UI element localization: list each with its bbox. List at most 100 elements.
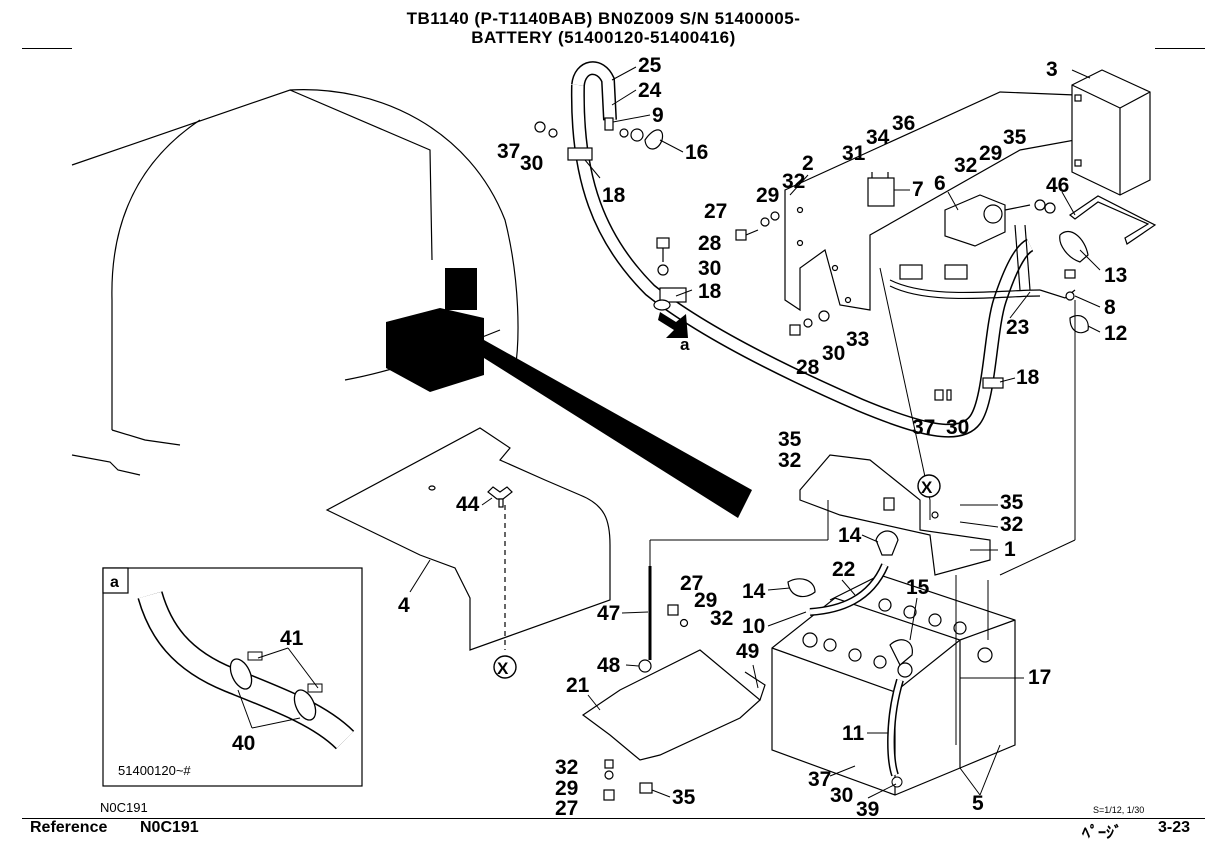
callout-16: 16 (685, 141, 708, 164)
callout-21: 21 (566, 674, 590, 697)
callout-37b: 37 (912, 416, 935, 439)
callout-9: 9 (652, 104, 664, 127)
callout-25: 25 (638, 54, 662, 77)
inset-tag: a (110, 574, 119, 591)
reference-label: Reference (30, 819, 108, 836)
callout-18b: 18 (698, 280, 722, 303)
callout-11: 11 (842, 722, 865, 745)
scale-note: S=1/12, 1/30 (1093, 805, 1145, 815)
callout-29: 29 (979, 142, 1002, 165)
inset-callout-40: 40 (232, 732, 255, 755)
relay-mounting-plate (784, 91, 1076, 312)
callout-24: 24 (638, 79, 662, 102)
callout-29b: 29 (756, 184, 779, 207)
callout-8: 8 (1104, 296, 1116, 319)
terminal-bolts (1064, 269, 1089, 334)
header-model-line: TB1140 (P-T1140BAB) BN0Z009 S/N 51400005… (406, 9, 801, 28)
callout-2: 2 (802, 152, 814, 175)
callout-17: 17 (1028, 666, 1051, 689)
callout-18: 18 (602, 184, 626, 207)
wing-nut (487, 486, 513, 508)
battery-pair (771, 574, 1016, 796)
callout-14: 14 (838, 524, 862, 547)
callout-32f: 32 (555, 756, 578, 779)
callout-27c: 27 (555, 797, 578, 820)
terminal-hardware-top (534, 117, 664, 150)
callout-6: 6 (934, 172, 946, 195)
callout-30e: 30 (830, 784, 853, 807)
callout-13: 13 (1104, 264, 1127, 287)
callout-32c: 32 (778, 449, 801, 472)
callout-35c: 35 (1000, 491, 1024, 514)
callout-36: 36 (892, 112, 915, 135)
battery-cable-main (570, 61, 1034, 438)
callout-29d: 29 (555, 777, 578, 800)
mounting-bolts (656, 211, 952, 401)
inset-serial: 51400120~# (118, 763, 191, 778)
callout-32e: 32 (710, 607, 733, 630)
callout-27: 27 (704, 200, 727, 223)
inset-callout-41: 41 (280, 627, 304, 650)
floor-cover-plate (325, 427, 611, 651)
callout-28: 28 (698, 232, 722, 255)
callout-14b: 14 (742, 580, 766, 603)
callout-29c: 29 (694, 589, 717, 612)
view-arrow: a (658, 312, 690, 354)
callout-34: 34 (866, 126, 890, 149)
view-arrow-label: a (680, 335, 690, 354)
callout-5: 5 (972, 792, 984, 815)
callout-30: 30 (520, 152, 543, 175)
routing-guide-lines (649, 267, 1076, 745)
callout-46: 46 (1046, 174, 1069, 197)
callout-47: 47 (597, 602, 620, 625)
callout-33: 33 (846, 328, 869, 351)
terminal-cap (1059, 230, 1089, 263)
callout-27b: 27 (680, 572, 703, 595)
page-number: 3-23 (1158, 819, 1191, 836)
callout-35d: 35 (672, 786, 696, 809)
callout-12: 12 (1104, 322, 1127, 345)
callout-44: 44 (456, 493, 480, 516)
callout-48: 48 (597, 654, 621, 677)
callout-30c: 30 (822, 342, 845, 365)
callout-leader-lines (409, 66, 1101, 799)
callout-32b: 32 (782, 170, 805, 193)
header-rule-right (1155, 48, 1205, 49)
callout-49: 49 (736, 640, 759, 663)
wire-harness (889, 224, 1076, 300)
callout-15: 15 (906, 576, 930, 599)
callout-3: 3 (1046, 58, 1058, 81)
relay (867, 172, 895, 207)
cable-clamps (567, 147, 1004, 389)
callout-22: 22 (832, 558, 855, 581)
battery-relay (944, 194, 1056, 247)
callout-30b: 30 (698, 257, 721, 280)
callout-10: 10 (742, 615, 765, 638)
connector-mark-bottom: X (493, 655, 517, 679)
callout-numbers: 25 24 9 16 37 30 18 3 2 34 36 31 7 6 32 … (398, 54, 1127, 821)
callout-37c: 37 (808, 768, 831, 791)
footer-rule (22, 818, 1205, 819)
callout-18c: 18 (1016, 366, 1040, 389)
callout-1: 1 (1004, 538, 1016, 561)
detail-inset-a: a 41 40 51400120~# (102, 567, 363, 787)
callout-7: 7 (912, 178, 924, 201)
callout-39: 39 (856, 798, 879, 821)
battery-location-marker (386, 268, 752, 518)
callout-37: 37 (497, 140, 520, 163)
callout-28b: 28 (796, 356, 820, 379)
callout-35: 35 (1003, 126, 1027, 149)
page-label: ﾍﾟｰｼﾞ (1082, 825, 1123, 842)
connector-mark-top: X (917, 474, 941, 498)
header-rule-left (22, 48, 72, 49)
connector-mark-bottom-label: X (497, 659, 509, 678)
battery-cables (787, 530, 913, 788)
diagram-code: N0C191 (100, 800, 148, 815)
hold-down-bracket (581, 566, 766, 801)
callout-31: 31 (842, 142, 866, 165)
connector-mark-top-label: X (921, 478, 933, 497)
callout-23: 23 (1006, 316, 1029, 339)
callout-32: 32 (954, 154, 977, 177)
